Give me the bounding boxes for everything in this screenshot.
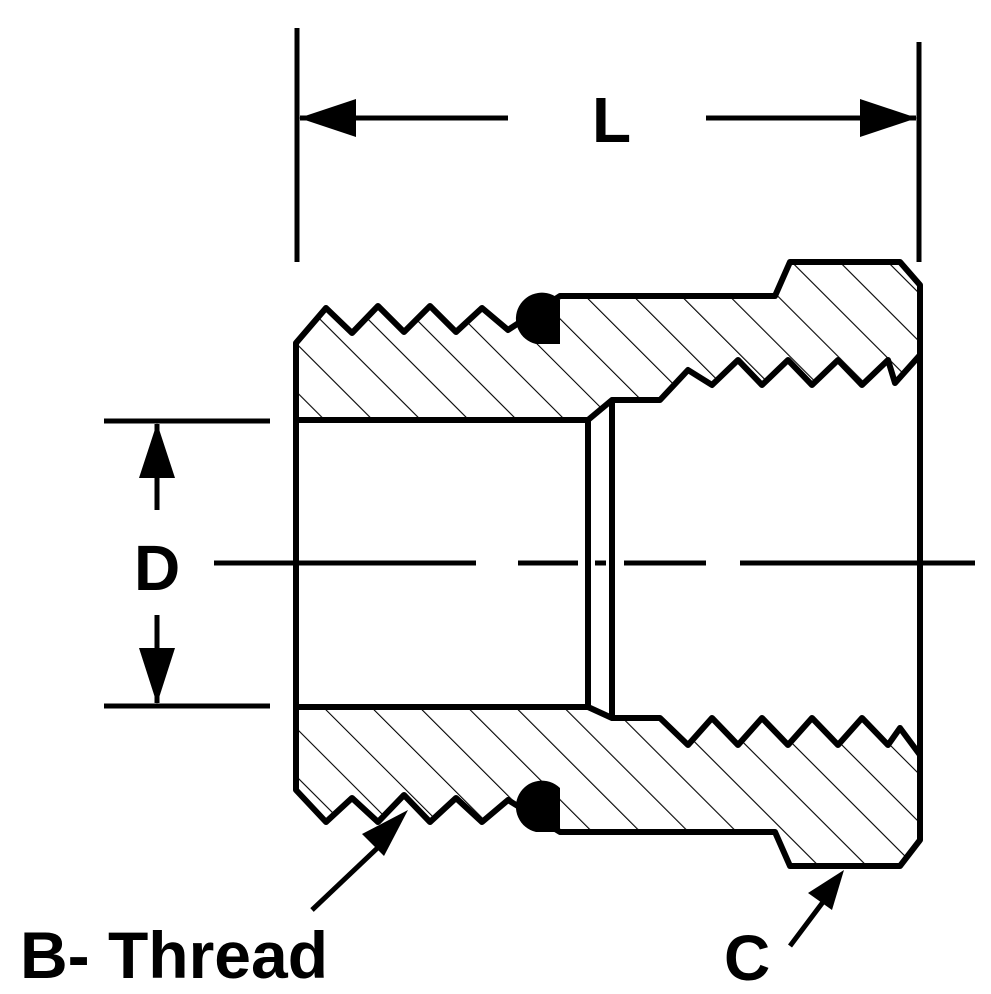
l-dimension-line	[299, 99, 917, 137]
length-dimension-label: L	[592, 84, 632, 156]
c-leader	[788, 870, 844, 948]
diameter-dimension-label: D	[134, 532, 181, 604]
d-arrowhead-top	[139, 423, 175, 478]
b-thread-leader	[310, 810, 408, 912]
upper-wall-section	[293, 259, 923, 423]
c-callout-label: C	[724, 922, 771, 994]
lower-wall-section	[293, 704, 923, 869]
d-arrowhead-bottom	[139, 648, 175, 704]
b-thread-label: B- Thread	[20, 918, 329, 992]
b-thread-arrowhead	[362, 810, 408, 856]
l-arrowhead-left	[299, 99, 356, 137]
o-ring-top	[515, 292, 560, 344]
o-ring-bottom	[515, 780, 560, 832]
c-arrowhead	[808, 870, 844, 910]
d-dimension-line	[139, 423, 175, 704]
l-arrowhead-right	[860, 99, 917, 137]
